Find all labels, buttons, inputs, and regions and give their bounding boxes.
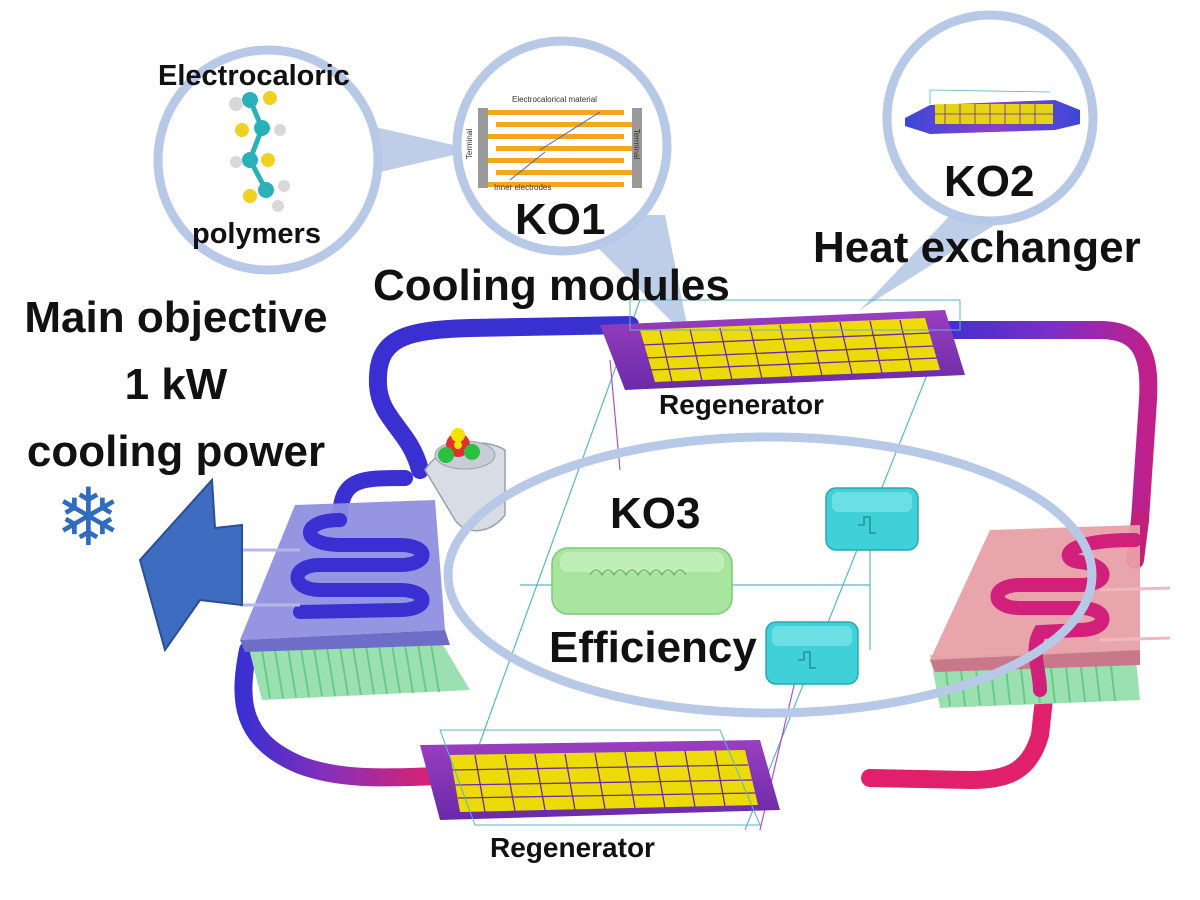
capacitor-tank [551,547,733,615]
ko1-inset-terminal-right: Terminal [632,128,642,160]
main-objective-line3: cooling power [26,427,326,476]
ko1-bubble [452,36,672,256]
ko2-code: KO2 [944,157,1035,206]
cooling-output-arrow [138,477,243,653]
polymer-bubble [153,45,383,275]
switch-lower [765,621,859,685]
ko2-title: Heat exchanger [813,223,1141,272]
polymer-label-bottom: polymers [192,218,321,250]
polymer-label-top: Electrocaloric [158,60,350,92]
ko1-inset-material-label: Electrocalorical material [512,95,597,104]
regenerator-bottom-label: Regenerator [490,832,655,863]
ko2-bubble [882,10,1098,226]
ko1-title: Cooling modules [373,261,730,310]
regenerator-top [600,299,965,390]
main-objective-line2: 1 kW [124,360,228,409]
switch-upper [825,487,919,551]
ko1-inset-terminal-left: Terminal [465,128,475,160]
ko3-ellipse [443,432,1097,718]
ko1-code: KO1 [515,195,606,244]
heat-exchanger-icon [905,89,1080,134]
snowflake-icon: ❄ [55,471,123,564]
multilayer-capacitor-icon [478,108,642,188]
pipe-loop [234,316,1158,790]
regenerator-top-label: Regenerator [659,389,824,420]
cold-heat-exchanger [240,500,470,700]
main-objective-line1: Main objective [24,293,328,342]
ko1-inset-electrodes-label: Inner electrodes [494,183,552,192]
polymer-molecule-icon [229,91,290,212]
pump [424,428,506,532]
ko3-code: KO3 [610,489,701,538]
ko3-title: Efficiency [549,623,757,672]
regenerator-bottom [420,729,780,826]
